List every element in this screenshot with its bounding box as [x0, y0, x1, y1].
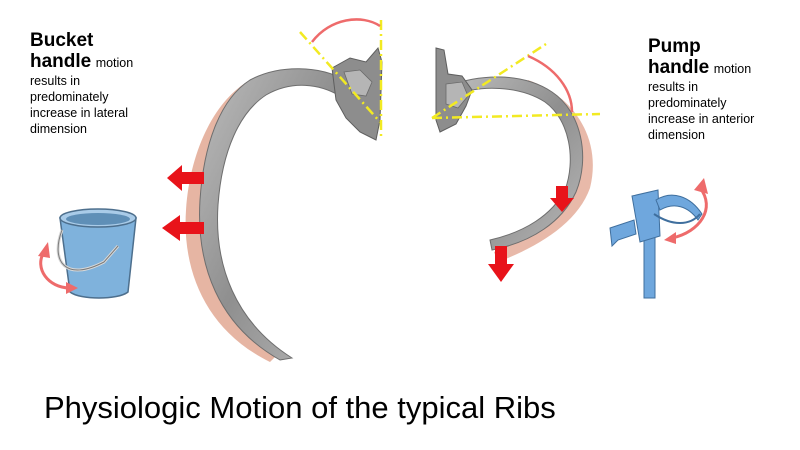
bucket-icon	[38, 208, 137, 299]
bucket-desc-line-4: dimension	[30, 121, 87, 136]
bucket-motion-arrowhead-bottom	[66, 282, 78, 294]
pump-heading-line1: Pump	[648, 36, 701, 57]
right-vertebra-detail	[445, 81, 469, 109]
pump-motion-arrow	[671, 187, 708, 240]
right-axis-horizontal	[431, 112, 601, 120]
left-axis-diagonal	[299, 31, 381, 123]
bucket-heading-line2-row: handle motion	[30, 51, 180, 72]
pump-lever	[655, 194, 703, 221]
pump-heading-line2: handle	[648, 57, 710, 79]
bucket-motion-arrowhead-top	[38, 242, 50, 258]
right-rib-illustration	[431, 42, 601, 282]
bucket-handle-shadow	[57, 229, 119, 271]
left-rib-body	[199, 68, 346, 361]
bucket-heading-line2: handle	[30, 51, 92, 73]
pump-desc-line-4: dimension	[648, 127, 705, 142]
anterior-arrow-lower	[488, 246, 514, 282]
pump-body	[631, 189, 661, 243]
lateral-arrow-upper	[167, 165, 204, 191]
pump-spout	[609, 219, 637, 248]
pump-motion-arrowhead-top	[694, 178, 708, 194]
pump-pipe	[643, 235, 656, 299]
bucket-motion-word: motion	[95, 56, 134, 71]
bucket-opening	[66, 213, 130, 225]
bucket-heading-line1: Bucket	[30, 30, 94, 51]
pump-motion-word: motion	[713, 62, 752, 77]
right-rib-body	[447, 76, 584, 251]
left-rotation-arc	[311, 18, 381, 43]
left-rib-illustration	[162, 18, 383, 362]
pump-handle-label: Pump handle motion results in predominat…	[648, 36, 798, 143]
pump-motion-arrowhead-bottom	[664, 232, 676, 244]
right-axis-diagonal	[431, 42, 547, 120]
pump-desc-line-3: increase in anterior	[648, 111, 755, 126]
pump-desc-line-1: results in	[648, 79, 699, 94]
right-rotation-arc	[527, 54, 574, 113]
anterior-arrow-upper	[550, 186, 574, 212]
bucket-desc-line-1: results in	[30, 73, 81, 88]
bucket-desc-line-2: predominately	[30, 89, 109, 104]
pump-heading-line2-row: handle motion	[648, 57, 798, 78]
bucket-body	[59, 217, 137, 299]
slide-title: Physiologic Motion of the typical Ribs	[44, 390, 556, 425]
pump-icon	[609, 178, 708, 299]
pump-desc-line-2: predominately	[648, 95, 727, 110]
pump-lever-alt	[653, 213, 701, 224]
lateral-arrow-lower	[162, 215, 204, 241]
left-vertebra-detail	[343, 69, 373, 97]
bucket-handle-label: Bucket handle motion results in predomin…	[30, 30, 180, 137]
bucket-desc-line-3: increase in lateral	[30, 105, 128, 120]
